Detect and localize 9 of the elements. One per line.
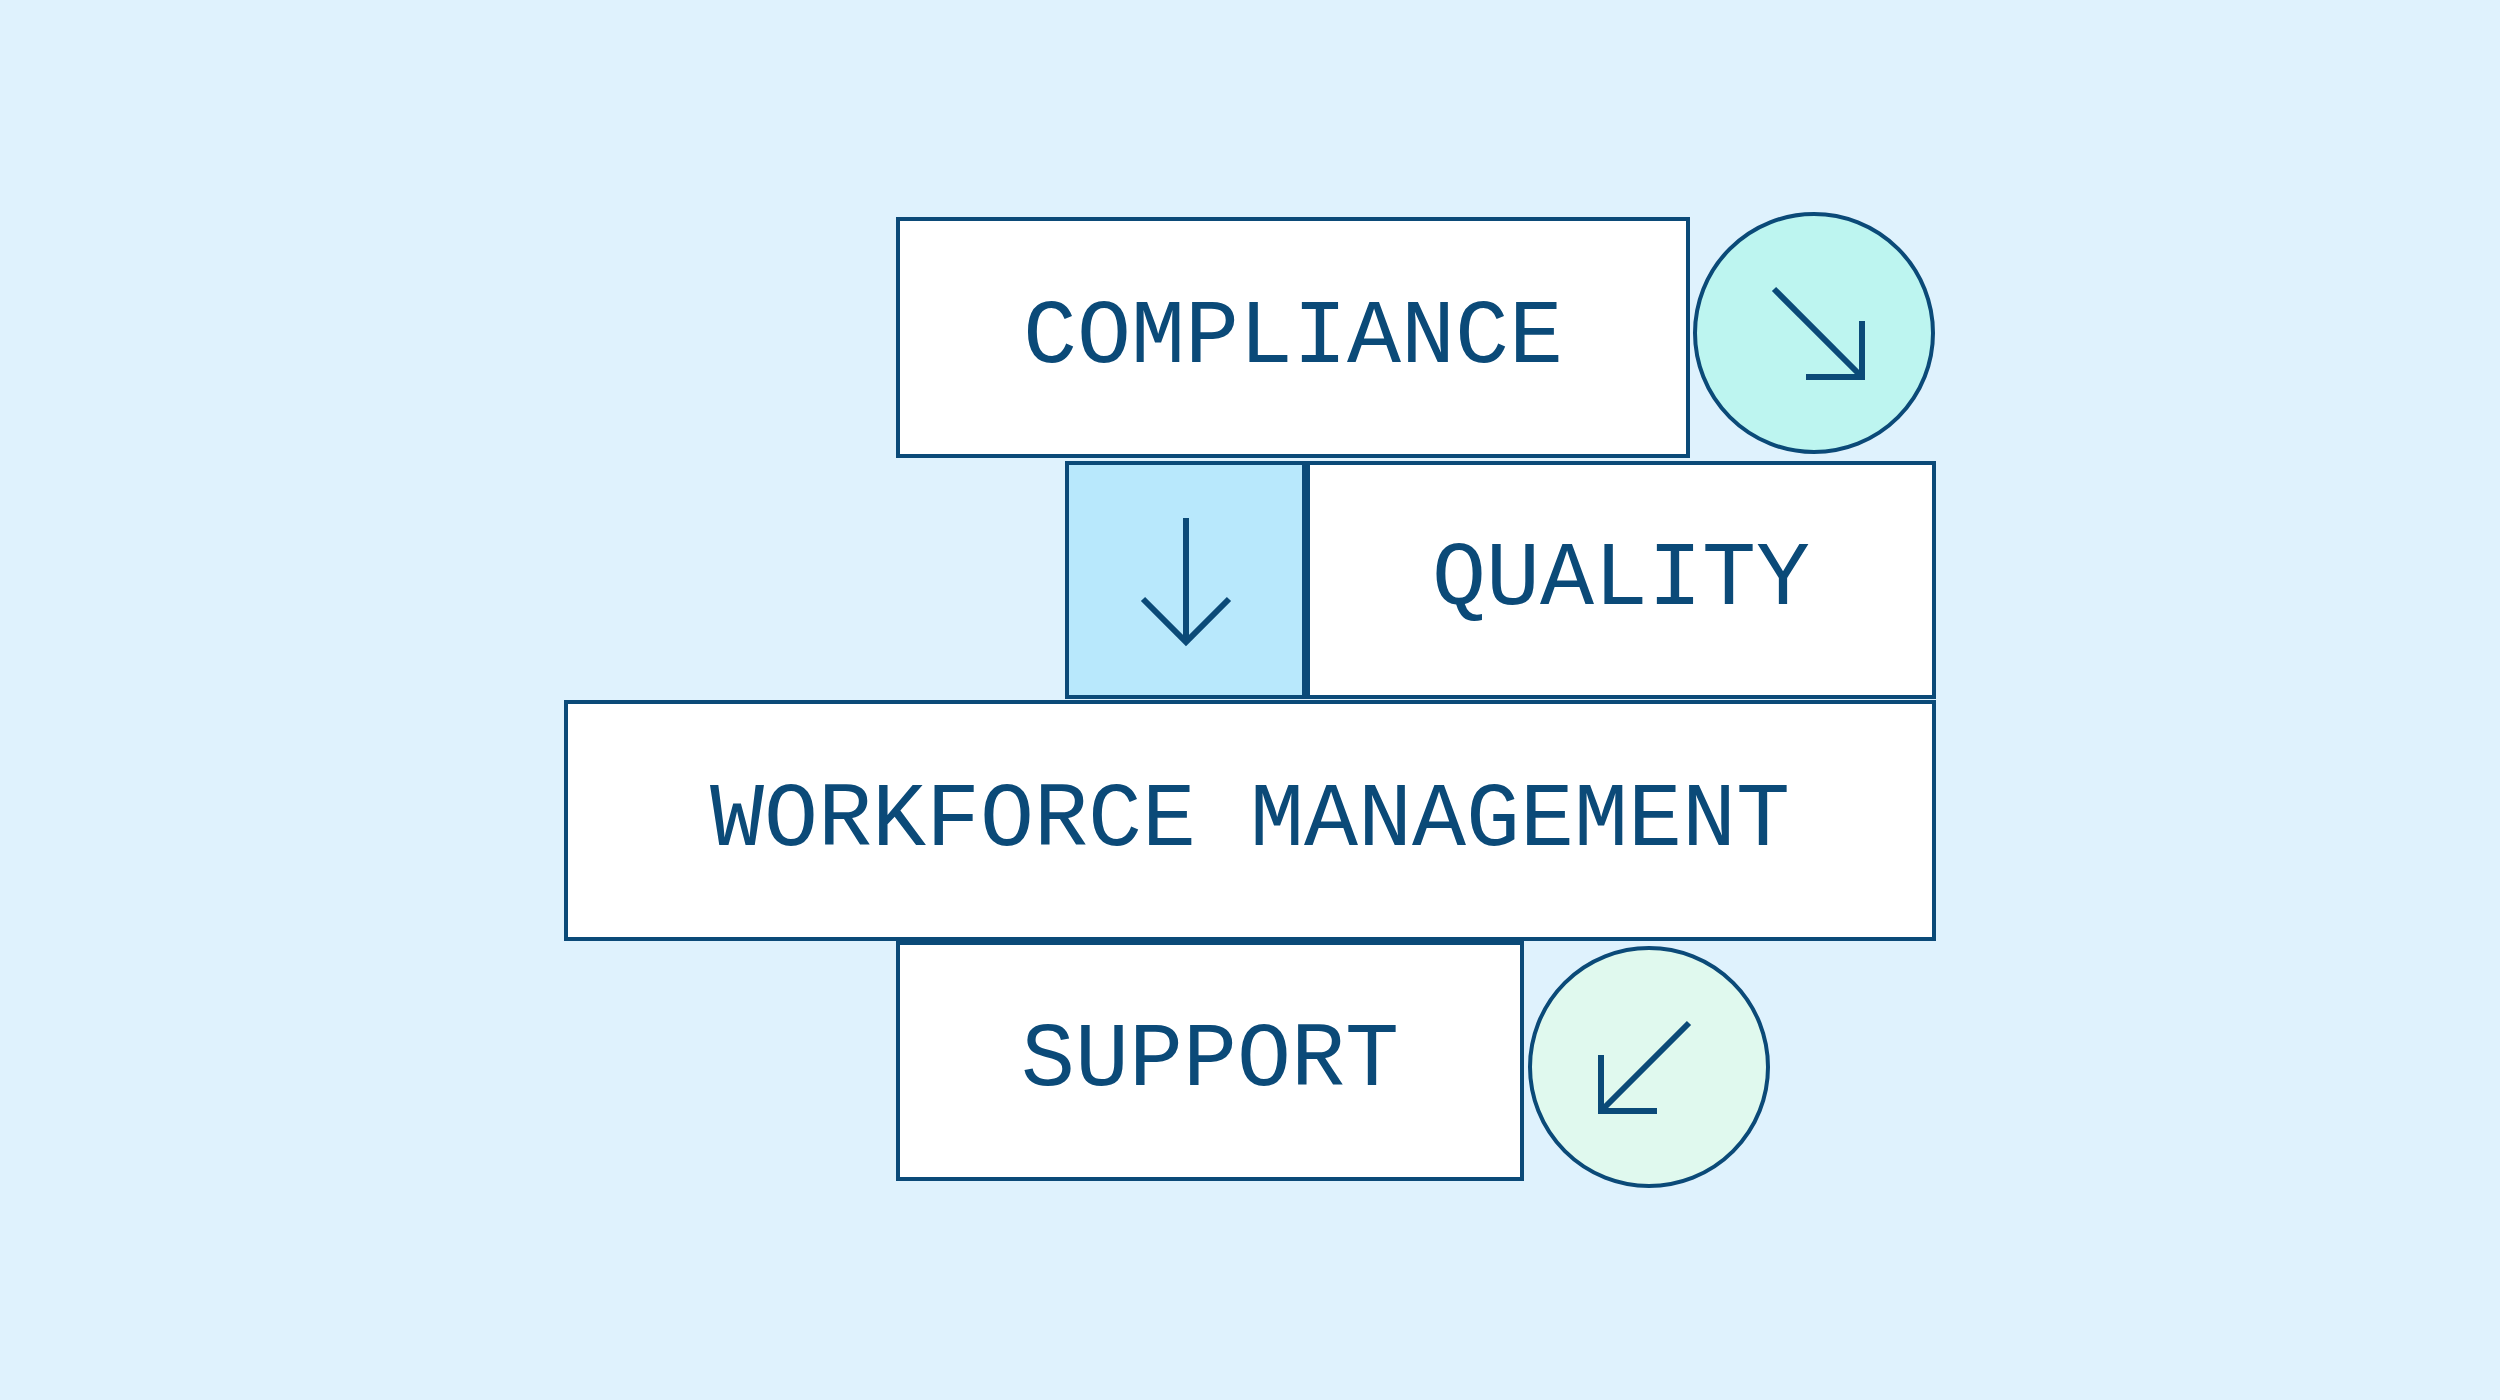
arrow-tile — [1065, 461, 1306, 699]
label-box — [896, 217, 1690, 458]
box-label: SUPPORT — [1020, 1016, 1400, 1106]
box-label: COMPLIANCE — [1022, 292, 1564, 383]
box-label: WORKFORCE MANAGEMENT — [709, 775, 1791, 866]
box-label: QUALITY — [1431, 535, 1811, 625]
label-box — [564, 700, 1936, 941]
label-box — [1306, 461, 1936, 699]
label-box — [896, 941, 1524, 1181]
